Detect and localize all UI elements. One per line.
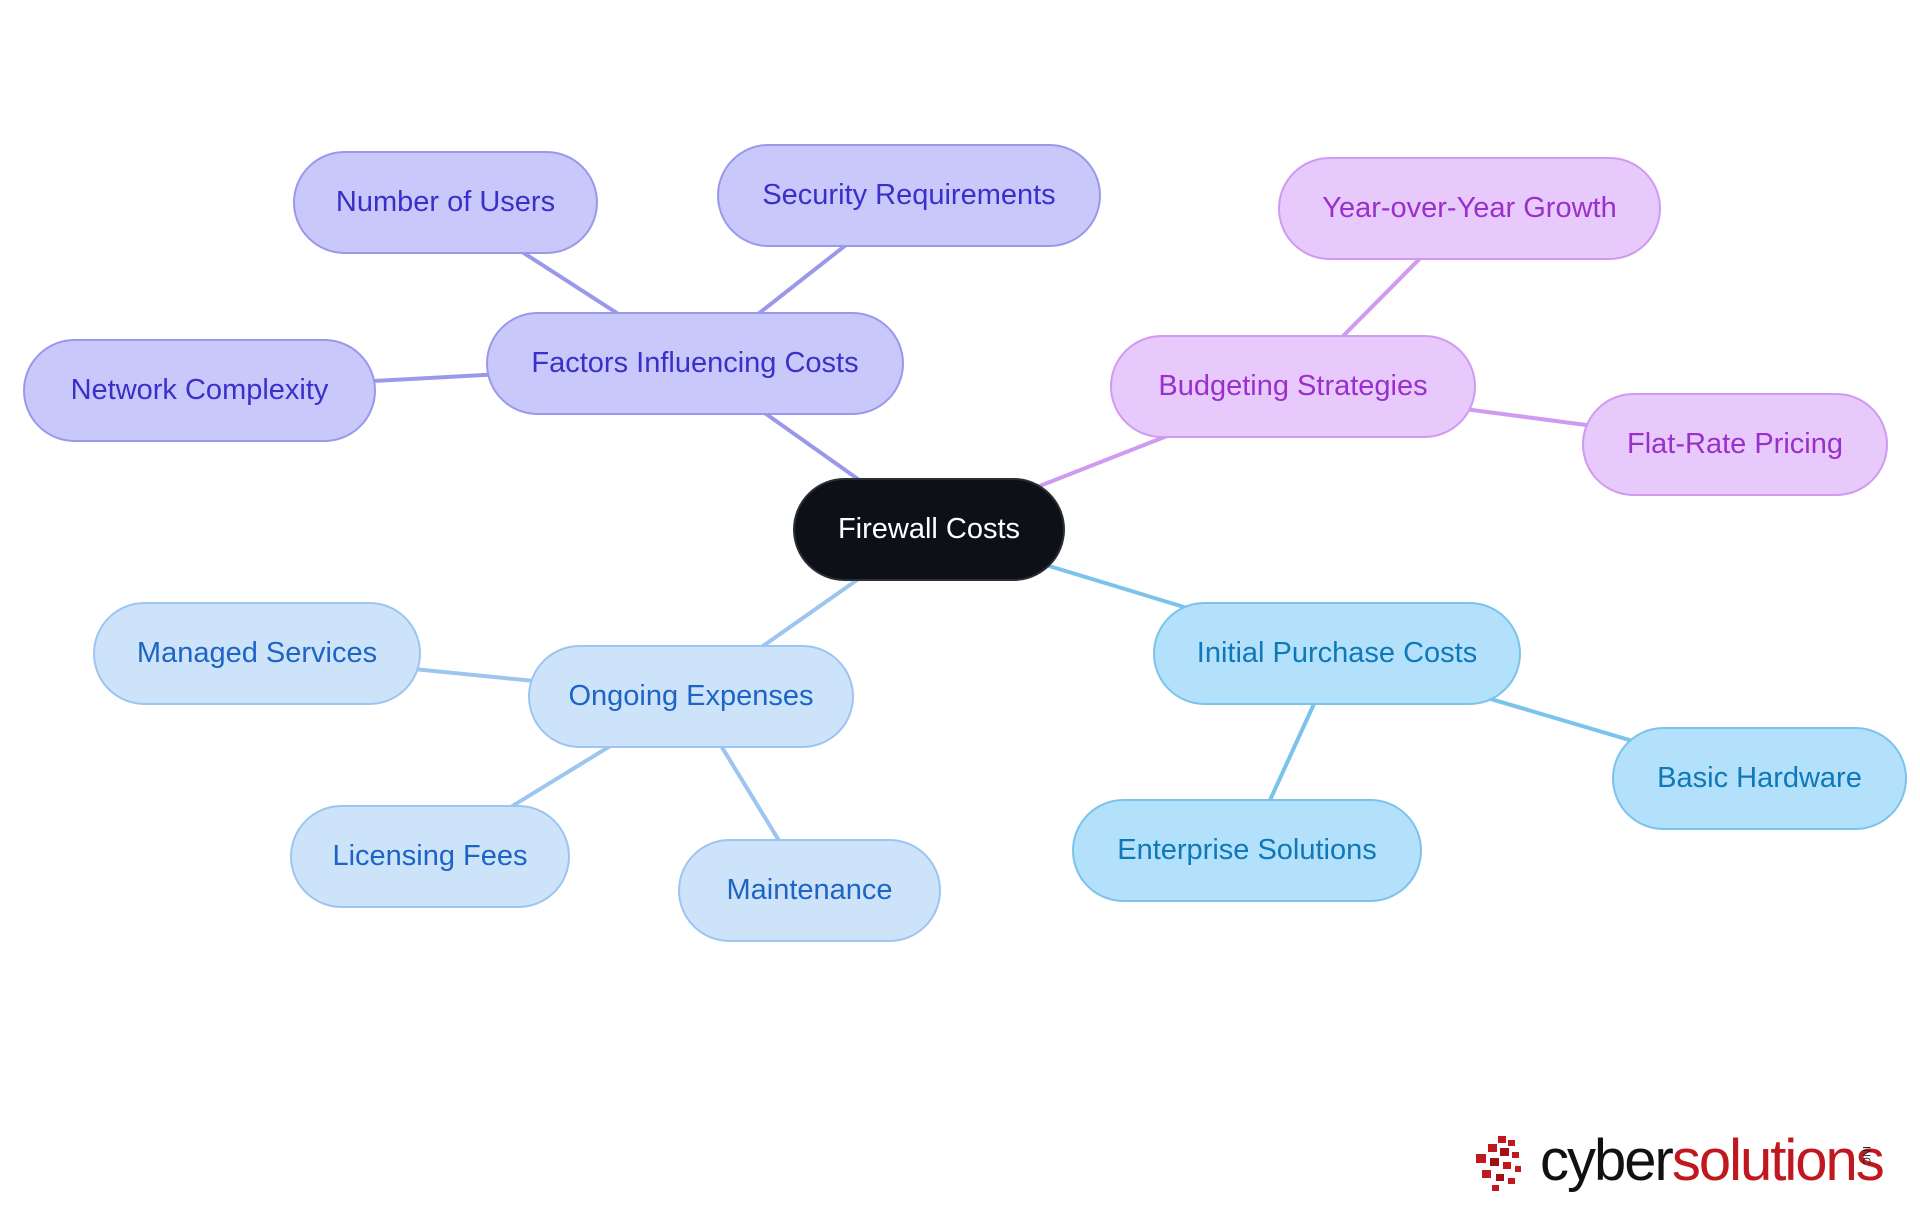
node-firewall-costs[interactable]: Firewall Costs — [793, 478, 1065, 581]
node-basic-hardware[interactable]: Basic Hardware — [1612, 727, 1907, 830]
cybersolutions-logo: cybersolutions INC — [1470, 1128, 1885, 1194]
node-budgeting-strategies[interactable]: Budgeting Strategies — [1110, 335, 1476, 438]
node-factors-influencing-costs[interactable]: Factors Influencing Costs — [486, 312, 904, 415]
node-maintenance[interactable]: Maintenance — [678, 839, 941, 942]
logo-text-cyber: cyber — [1540, 1128, 1674, 1193]
logo-text-solutions: solutions — [1671, 1128, 1885, 1193]
node-network-complexity[interactable]: Network Complexity — [23, 339, 376, 442]
node-ongoing-expenses[interactable]: Ongoing Expenses — [528, 645, 854, 748]
node-flat-rate-pricing[interactable]: Flat-Rate Pricing — [1582, 393, 1888, 496]
node-managed-services[interactable]: Managed Services — [93, 602, 421, 705]
logo-pixel-mark-icon — [1476, 1136, 1521, 1191]
logo-text-inc: INC — [1860, 1146, 1872, 1165]
node-security-requirements[interactable]: Security Requirements — [717, 144, 1101, 247]
node-initial-purchase-costs[interactable]: Initial Purchase Costs — [1153, 602, 1521, 705]
node-year-over-year-growth[interactable]: Year-over-Year Growth — [1278, 157, 1661, 260]
node-number-of-users[interactable]: Number of Users — [293, 151, 598, 254]
node-enterprise-solutions[interactable]: Enterprise Solutions — [1072, 799, 1422, 902]
node-licensing-fees[interactable]: Licensing Fees — [290, 805, 570, 908]
